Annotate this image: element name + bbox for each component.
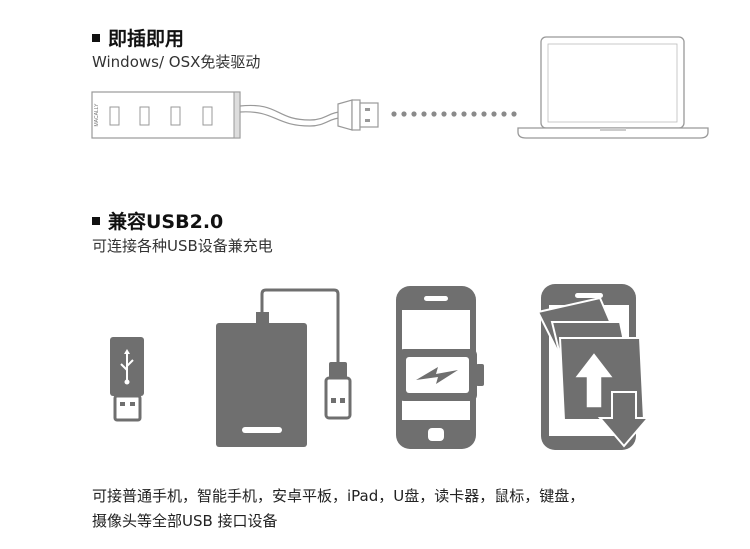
device-description-line2: 摄像头等全部USB 接口设备: [92, 512, 278, 530]
section2-title-text: 兼容USB2.0: [108, 211, 224, 233]
laptop-icon: [517, 36, 709, 139]
bullet-square-icon: [92, 216, 100, 225]
section2-title: 兼容USB2.0: [92, 207, 223, 234]
bullet-square-icon: [92, 33, 100, 42]
external-hard-drive-icon: [216, 288, 352, 447]
usb-flash-drive-icon: [110, 337, 144, 422]
hub-brand-label: MACALLY: [94, 103, 100, 127]
section1-subtitle: Windows/ OSX免装驱动: [92, 53, 261, 71]
connection-dots: [391, 111, 517, 117]
section1-title-text: 即插即用: [108, 28, 185, 50]
file-transfer-icon: [536, 284, 651, 450]
phone-charging-icon: [396, 286, 484, 449]
usb-hub-icon: MACALLY: [91, 91, 241, 139]
section2-subtitle: 可连接各种USB设备兼充电: [92, 237, 273, 255]
device-description: 可接普通手机，智能手机，安卓平板，iPad，U盘，读卡器，鼠标，键盘， 摄像头等…: [92, 484, 584, 534]
device-description-line1: 可接普通手机，智能手机，安卓平板，iPad，U盘，读卡器，鼠标，键盘，: [92, 487, 585, 505]
section1-title: 即插即用: [92, 24, 184, 51]
usb-cable-icon: [239, 99, 379, 131]
